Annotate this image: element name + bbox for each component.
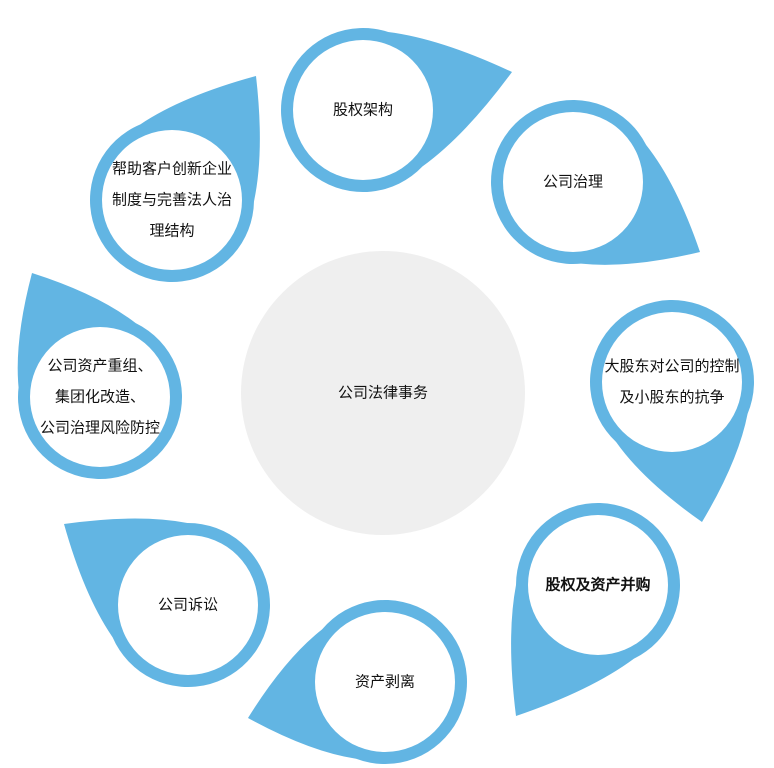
node-equity-asset-mna — [511, 502, 680, 716]
node-label-line: 资产剥离 — [354, 672, 416, 691]
inner-circle — [30, 327, 170, 467]
node-asset-divestiture — [248, 599, 468, 764]
center-circle — [241, 251, 525, 535]
inner-circle — [315, 612, 455, 752]
node-label-innovation-system: 帮助客户创新企业制度与完善法人治理结构 — [112, 154, 232, 247]
node-label-asset-divestiture: 资产剥离 — [355, 667, 415, 698]
node-label-equity-structure: 股权架构 — [333, 95, 393, 126]
node-label-asset-restructuring: 公司资产重组、集团化改造、公司治理风险防控 — [40, 351, 160, 444]
node-label-equity-asset-mna: 股权及资产并购 — [545, 570, 650, 601]
node-major-shareholder-control — [589, 299, 754, 522]
node-label-line: 公司诉讼 — [157, 595, 219, 614]
inner-circle — [602, 312, 742, 452]
inner-circle — [503, 112, 643, 252]
node-label-major-shareholder-control: 大股东对公司的控制及小股东的抗争 — [604, 351, 739, 413]
inner-circle — [118, 535, 258, 675]
node-label-corporate-litigation: 公司诉讼 — [158, 590, 218, 621]
node-label-line: 股权及资产并购 — [545, 575, 651, 594]
node-label-line: 公司治理风险防控 — [39, 418, 161, 437]
node-label-line: 制度与完善法人治 — [111, 190, 233, 209]
node-label-line: 帮助客户创新企业 — [111, 159, 233, 178]
node-label-line: 公司资产重组、 — [47, 356, 153, 375]
node-corporate-litigation — [64, 518, 270, 688]
node-label-line: 股权架构 — [332, 100, 394, 119]
node-label-line: 及小股东的抗争 — [619, 388, 725, 406]
node-innovation-system — [89, 76, 260, 282]
node-label-line: 大股东对公司的控制 — [604, 357, 740, 375]
center-label: 公司法律事务 — [337, 383, 429, 402]
inner-circle — [293, 40, 433, 180]
inner-circle — [528, 515, 668, 655]
node-equity-structure — [281, 27, 512, 192]
node-corporate-governance — [491, 100, 700, 265]
node-label-line: 公司治理 — [542, 172, 604, 191]
node-label-line: 集团化改造、 — [54, 387, 146, 406]
node-label-line: 理结构 — [149, 221, 195, 240]
node-label-corporate-governance: 公司治理 — [543, 167, 603, 198]
inner-circle — [102, 130, 242, 270]
node-asset-restructuring — [17, 273, 183, 479]
